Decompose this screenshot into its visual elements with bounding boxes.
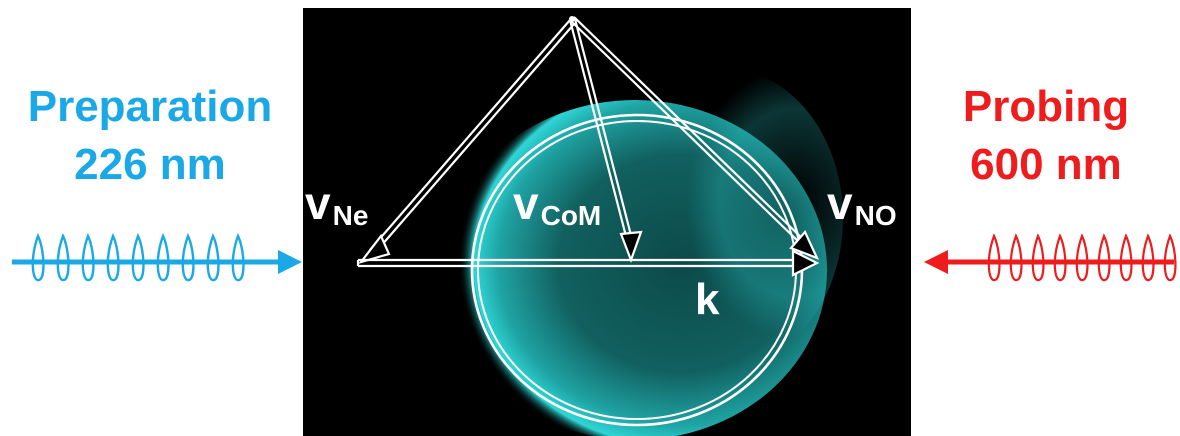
label-v-com: vCoM [513,177,602,231]
arrow-v-com [568,18,635,245]
arrow-k [356,258,797,268]
probing-title: Probing [962,82,1130,131]
preparation-title: Preparation [27,82,273,131]
probing-label: Probing 600 nm [912,78,1180,194]
origin-dot [569,16,575,22]
arrow-k-head [791,249,820,277]
scattering-image-rim [603,68,843,368]
probing-helix [987,233,1177,282]
preparation-label: Preparation 226 nm [0,78,300,194]
arrow-v-no [569,16,808,247]
preparation-arrowhead [278,250,302,274]
preparation-wavelength: 226 nm [74,140,226,189]
probing-beam [924,233,1177,282]
probing-wavelength: 600 nm [970,140,1122,189]
arrow-v-com-head [619,230,643,264]
vector-arrows [356,16,820,277]
arrow-v-ne [369,19,575,255]
arrow-v-ne-head [358,233,391,264]
label-v-ne: vNe [305,177,369,231]
velocity-diagram [303,8,911,436]
arrow-v-no-head [789,229,820,260]
probing-arrowhead [924,250,948,274]
velocity-map-image: vNe vCoM vNO k [303,8,911,436]
label-k: k [695,275,720,324]
preparation-beam [12,232,302,282]
preparation-helix [31,232,245,282]
label-v-no: vNO [827,177,897,231]
